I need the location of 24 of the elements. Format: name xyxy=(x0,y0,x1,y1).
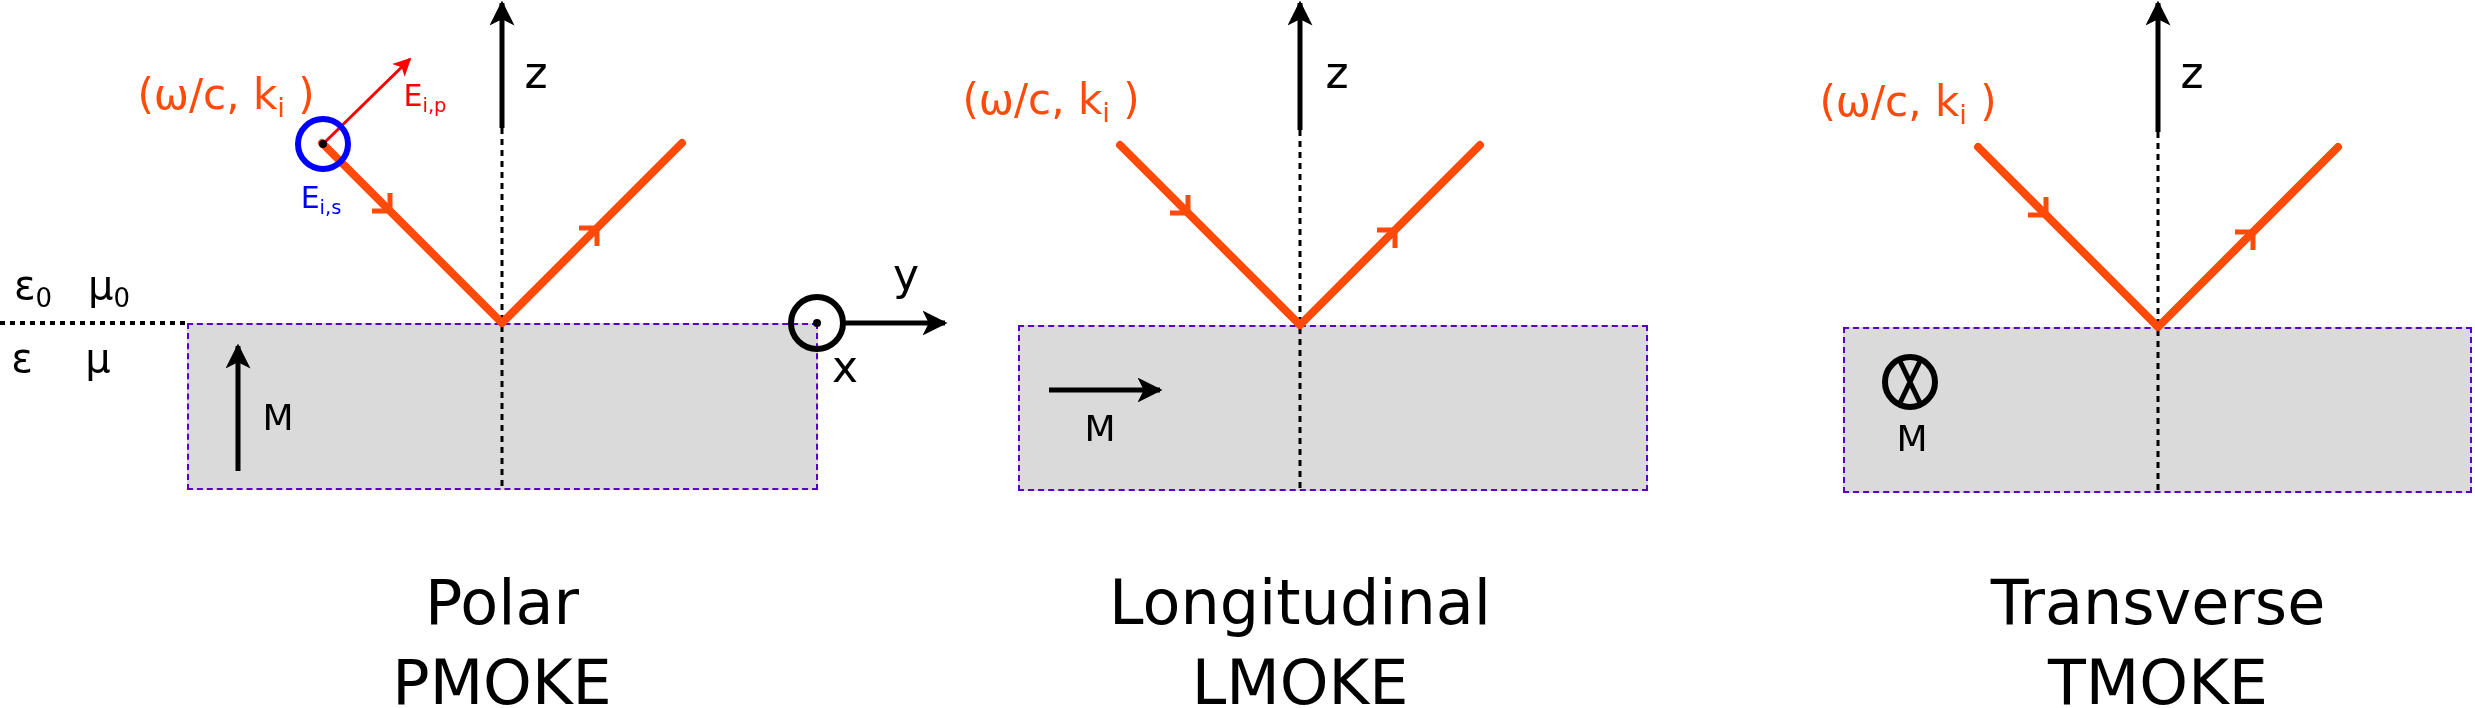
magnetization-label: M xyxy=(262,400,294,436)
field-label: E$_{i,s}$ xyxy=(300,182,342,218)
axis-label: z xyxy=(1325,51,1349,95)
geometry-abbreviation: TMOKE xyxy=(2048,652,2268,708)
sample-slab xyxy=(1843,327,2472,493)
permeability-label: μ$_{0}$ xyxy=(88,265,130,311)
sample-slab xyxy=(1018,325,1648,491)
magnetization-label: M xyxy=(1084,411,1116,447)
axis-label: x xyxy=(832,345,858,389)
wave-vector-label: (ω/c, k$_{i}$ ) xyxy=(962,79,1140,127)
sample-slab xyxy=(187,323,818,490)
wave-vector-label: (ω/c, k$_{i}$ ) xyxy=(1819,81,1997,129)
geometry-abbreviation: PMOKE xyxy=(392,652,612,708)
geometry-caption: Transverse xyxy=(1990,572,2326,634)
axis-label: z xyxy=(2180,51,2204,95)
magnetization-label: M xyxy=(1896,421,1928,457)
axis-label: y xyxy=(893,253,919,297)
wave-vector-label: (ω/c, k$_{i}$ ) xyxy=(137,74,315,122)
field-label: E$_{i,p}$ xyxy=(403,80,447,116)
permittivity-label: ε$_{0}$ xyxy=(13,265,53,311)
axis-label: z xyxy=(524,51,548,95)
permittivity-label: ε xyxy=(11,338,33,378)
geometry-abbreviation: LMOKE xyxy=(1191,652,1409,708)
geometry-caption: Polar xyxy=(425,572,579,634)
